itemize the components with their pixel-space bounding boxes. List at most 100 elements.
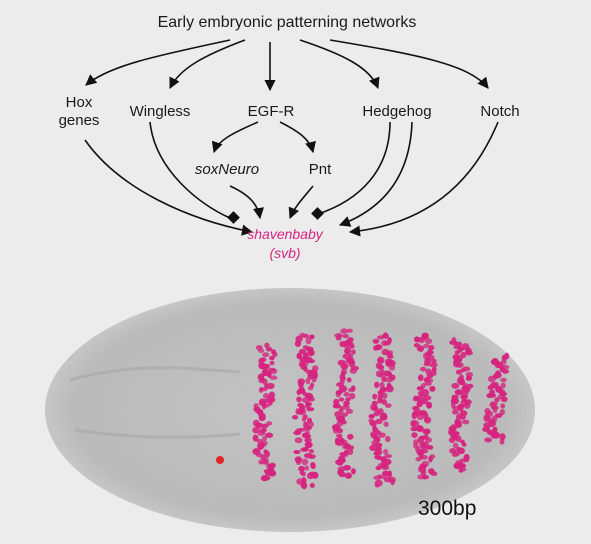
stain-dot: [351, 349, 356, 355]
node-notch: Notch: [480, 103, 520, 120]
edge-hox-svb: [84, 139, 254, 236]
stain-dot: [494, 371, 502, 379]
node-svb-abbr: (svb): [269, 245, 301, 261]
stain-dot: [305, 401, 312, 407]
stain-dot: [451, 410, 460, 415]
stain-dot: [296, 389, 302, 396]
embryo-fold: [74, 428, 241, 439]
stain-dot: [377, 356, 385, 364]
stain-dot: [424, 381, 432, 386]
stain-dot: [261, 423, 269, 429]
stain-dot: [492, 427, 498, 432]
stain-dot: [341, 362, 349, 370]
stain-dot: [258, 414, 266, 422]
stain-dot: [383, 421, 389, 427]
stain-dot: [455, 450, 461, 456]
stain-dot: [380, 368, 385, 376]
stain-dot: [455, 435, 462, 443]
stain-dot: [431, 358, 437, 364]
edge-hedgehog-svb-1: [317, 121, 391, 215]
stain-dot: [349, 392, 356, 400]
stain-dot: [302, 365, 308, 372]
stain-dot: [344, 473, 352, 479]
stain-dot: [339, 376, 346, 382]
stain-dot: [375, 465, 382, 471]
stain-dot: [418, 452, 424, 459]
stain-dot: [349, 367, 358, 374]
edge-notch-svb: [348, 121, 499, 237]
stain-dot: [306, 434, 311, 439]
stain-dot: [455, 341, 463, 347]
stain-dot: [457, 346, 465, 352]
stain-dot: [296, 352, 303, 360]
stain-dot: [453, 462, 462, 470]
embryo-fold: [69, 366, 241, 382]
stain-dot: [381, 333, 389, 339]
stain-dot: [264, 450, 270, 458]
stain-dot: [378, 432, 386, 438]
stain-dot: [335, 440, 341, 446]
stain-dot: [348, 360, 356, 368]
stain-dot: [416, 401, 423, 408]
expression-stripe: [448, 337, 474, 473]
stain-dot: [304, 437, 310, 443]
stain-dot: [486, 393, 494, 399]
stain-dot: [272, 351, 278, 358]
stain-dot: [335, 390, 341, 398]
expression-stripe: [410, 332, 438, 480]
stain-dot: [257, 430, 266, 436]
stain-dot: [307, 349, 315, 357]
node-hedgehog: Hedgehog: [362, 103, 432, 120]
expression-stripe: [331, 328, 360, 479]
stain-dot: [311, 462, 316, 470]
node-hox: Hox genes: [54, 94, 104, 130]
stain-dot: [262, 435, 267, 442]
stain-dot: [261, 402, 267, 410]
stain-dot: [417, 474, 425, 480]
node-hox-label: Hox genes: [58, 94, 100, 129]
stain-dot: [457, 405, 464, 412]
stain-dot: [304, 465, 309, 471]
stain-dot: [410, 420, 420, 427]
stain-dot: [312, 471, 319, 479]
stain-dot: [299, 404, 306, 411]
stain-dot: [341, 405, 350, 411]
edge-soxneuro-svb: [229, 185, 264, 220]
stain-dot: [373, 345, 379, 351]
stain-dot: [338, 471, 347, 478]
node-soxneuro: soxNeuro: [194, 161, 260, 178]
stain-dot: [417, 337, 426, 344]
stain-dot: [305, 442, 312, 449]
edge-pnt-svb: [288, 185, 314, 220]
stain-dot: [412, 396, 421, 402]
stain-dot: [456, 446, 462, 452]
stain-dot: [347, 387, 356, 393]
node-egfr: EGF-R: [247, 103, 295, 120]
stain-dot: [384, 376, 393, 383]
stain-dot: [255, 422, 264, 429]
stain-dot: [369, 444, 378, 452]
stain-dot: [301, 458, 309, 466]
edges: [84, 39, 499, 237]
stain-dot: [370, 403, 377, 411]
node-wingless: Wingless: [129, 103, 191, 120]
repression-marker-hedgehog: [311, 207, 324, 220]
stain-dot: [265, 346, 273, 352]
stain-dot: [463, 402, 471, 409]
stain-dot: [340, 370, 346, 378]
stain-dot: [266, 382, 275, 390]
expression-stripe: [291, 332, 319, 490]
stain-dot: [423, 362, 431, 367]
stain-dot: [373, 381, 380, 389]
stain-dot: [305, 377, 311, 385]
stain-dot: [351, 468, 356, 475]
stain-dot: [430, 471, 438, 477]
stain-dot: [339, 379, 345, 385]
stain-dot: [423, 343, 430, 349]
stain-dot: [492, 406, 498, 414]
stain-dot: [420, 366, 427, 372]
edge-egfr-soxneuro: [211, 121, 259, 154]
stain-dot: [425, 437, 432, 443]
stain-dot: [390, 478, 395, 486]
stain-dot: [342, 334, 350, 339]
